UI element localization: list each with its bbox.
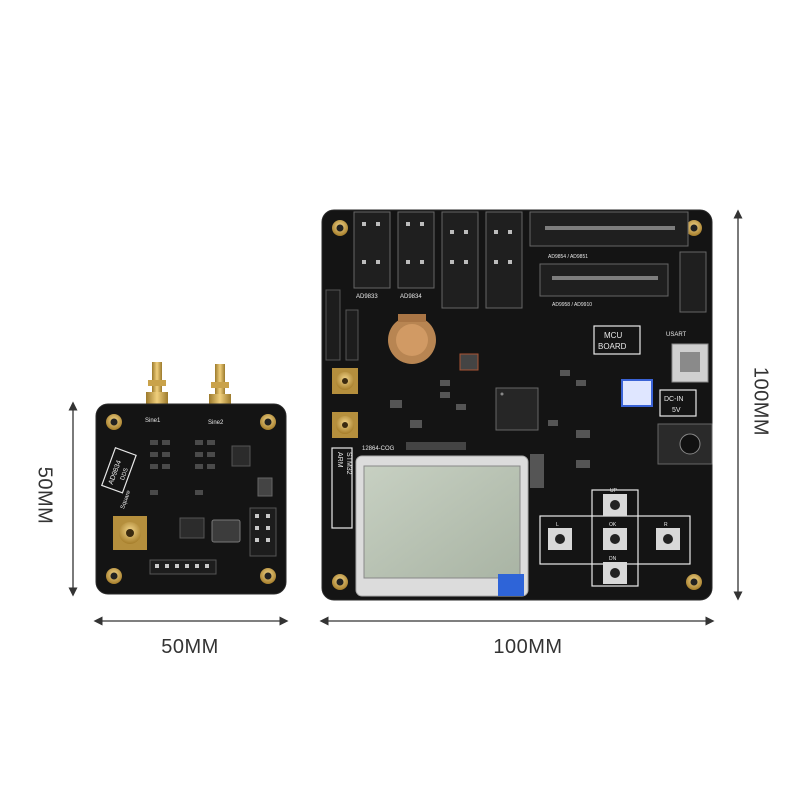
key-up [603, 494, 627, 516]
sma-left-2 [332, 412, 358, 438]
dds-chip [179, 517, 205, 539]
key-ok [603, 528, 627, 550]
key-left [548, 528, 572, 550]
header-pins [362, 222, 675, 280]
large-height-label: 100MM [749, 366, 772, 437]
sma-face-connector [113, 516, 147, 550]
crystal-oscillator [211, 519, 241, 543]
dcin-label: DC-IN [664, 396, 683, 403]
stm32-label: STM32 [345, 452, 352, 475]
mcu-board-label-group: MCU BOARD [593, 325, 641, 355]
usb-port [680, 352, 700, 372]
reset-inductor [459, 353, 479, 371]
large-mcu-board: AD9833 AD9834 AD9854 / AD9851 AD9958 / A… [321, 209, 713, 601]
key-right-label: R [664, 522, 668, 528]
usart-label: USART [666, 332, 687, 338]
pin-header-col [249, 507, 277, 557]
lcd-model-label: 12864-COG [362, 446, 395, 452]
key-down [603, 562, 627, 584]
fivev-label: 5V [672, 407, 681, 414]
small-dds-board: Sine1 Sine2 AD9834 DDS Square [95, 362, 287, 595]
small-width-label: 50MM [161, 636, 219, 658]
key-ok-label: OK [609, 522, 617, 528]
regulator-chip [231, 445, 251, 467]
sma-connector-1 [146, 362, 168, 408]
smd-components-large [390, 370, 590, 488]
smd-components [150, 440, 215, 495]
sma-left-1 [332, 368, 358, 394]
key-down-label: DN [609, 556, 617, 562]
key-right [656, 528, 680, 550]
sma2-label: Sine2 [208, 420, 224, 426]
capacitor [257, 477, 273, 497]
sma1-label: Sine1 [145, 418, 161, 424]
lcd-display [355, 455, 529, 597]
left-pin-headers [325, 289, 359, 361]
header-left-label: AD9833 [356, 294, 378, 300]
large-width-label: 100MM [493, 636, 563, 658]
key-left-label: L [556, 522, 559, 528]
arm-label-group: ARM STM32 [331, 447, 353, 529]
small-height-label: 50MM [33, 466, 56, 525]
ad9958-label: AD9958 / AD9910 [552, 302, 592, 308]
pin-header-row [149, 559, 217, 575]
key-up-label: UP [610, 488, 618, 494]
board-label: BOARD [598, 342, 627, 351]
lcd-blue-connector [498, 574, 524, 596]
dimension-lines [68, 209, 743, 626]
dpad: UP L OK R DN [539, 488, 691, 587]
mounting-holes-small [106, 414, 276, 584]
blue-switch [621, 379, 653, 407]
dcin-label-group: DC-IN 5V [659, 389, 697, 417]
module-sub-label: DDS [120, 467, 130, 481]
sma-connector-2 [209, 364, 231, 410]
arm-label: ARM [336, 452, 343, 468]
ad9854-label: AD9854 / AD9851 [548, 254, 588, 260]
mcu-chip [495, 387, 539, 431]
battery-holder [388, 314, 436, 364]
mcu-label: MCU [604, 331, 622, 340]
mounting-holes-large [332, 220, 702, 590]
header-right-label: AD9834 [400, 294, 422, 300]
